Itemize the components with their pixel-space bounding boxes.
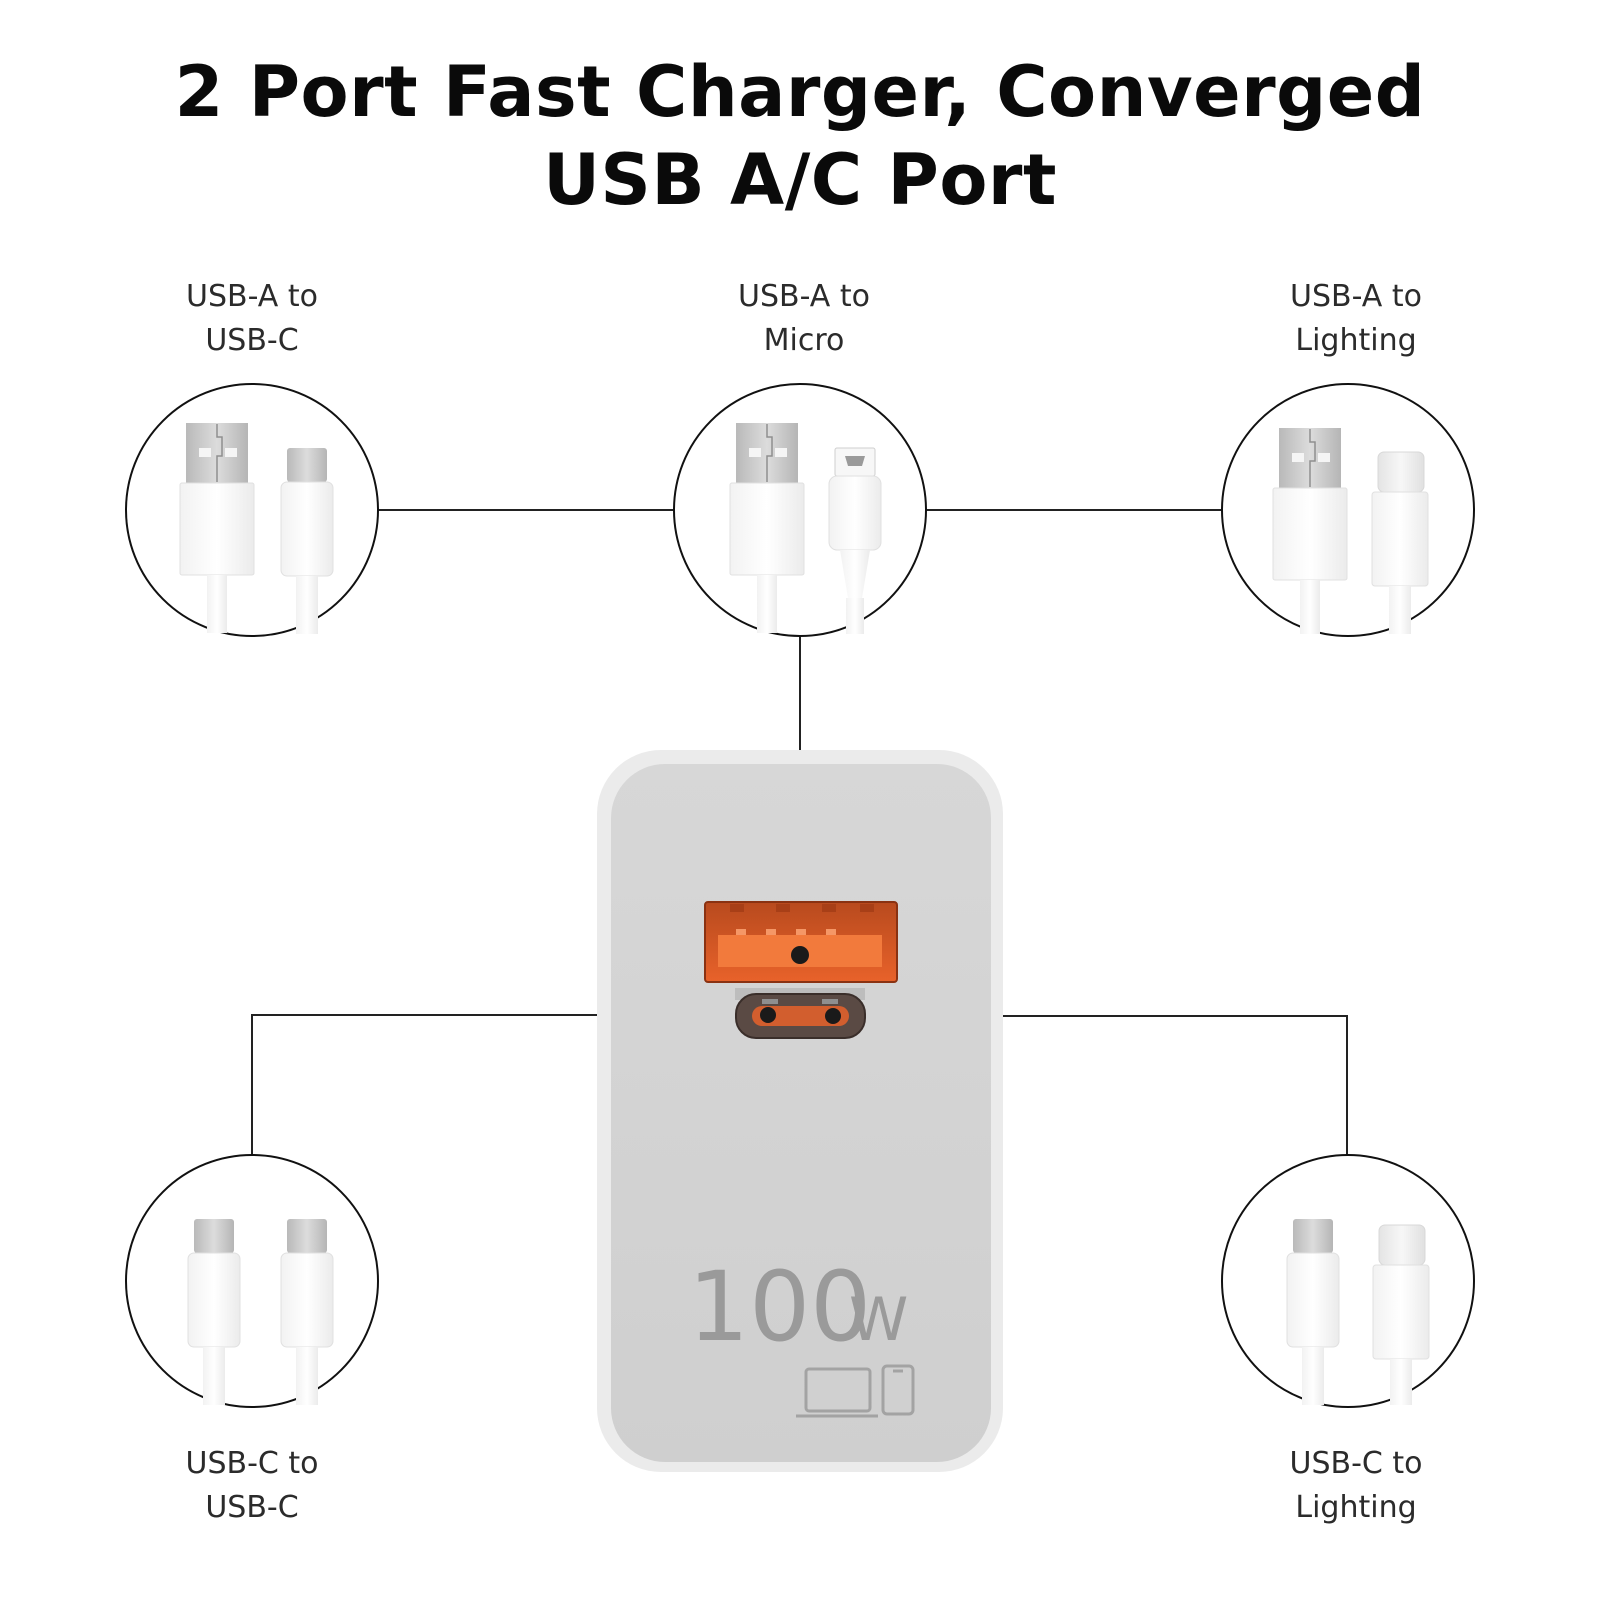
usb-c-plug-icon <box>187 1219 241 1405</box>
line-usbc-port-to-bottom-right <box>833 1015 1348 1158</box>
laptop-icon <box>796 1367 878 1418</box>
micro-usb-plug-icon <box>828 447 882 634</box>
power-unit: W <box>849 1285 908 1355</box>
cable-circle-usba-lighting <box>1221 383 1475 637</box>
lightning-plug-icon <box>1371 451 1429 634</box>
cable-circle-usbc-lighting <box>1221 1154 1475 1408</box>
label-usbc-usbc: USB-C to USB-C <box>185 1446 319 1525</box>
cable-circle-usbc-usbc <box>125 1154 379 1408</box>
label-usba-micro: USB-A to Micro <box>738 279 870 358</box>
cable-circle-usba-usbc <box>125 383 379 637</box>
usb-a-plug-icon <box>179 423 255 633</box>
page-title: 2 Port Fast Charger, Converged USB A/C P… <box>0 48 1600 224</box>
charger-body: 100 W <box>597 750 1003 1472</box>
phone-icon <box>881 1364 915 1416</box>
usb-a-port <box>704 901 898 983</box>
title-line-2: USB A/C Port <box>543 139 1057 221</box>
usb-c-port <box>735 988 866 1039</box>
cable-circle-usba-micro <box>673 383 927 637</box>
power-number: 100 <box>688 1251 871 1363</box>
label-usbc-lighting: USB-C to Lighting <box>1289 1446 1423 1525</box>
usb-a-marker-dot <box>791 946 809 964</box>
label-usba-usbc: USB-A to USB-C <box>186 279 318 358</box>
usb-c-plug-icon <box>280 1219 334 1405</box>
lightning-plug-icon <box>1372 1224 1430 1405</box>
usb-c-marker-dot-left <box>760 1007 776 1023</box>
usb-a-plug-icon <box>1272 428 1348 634</box>
title-line-1: 2 Port Fast Charger, Converged <box>174 51 1426 133</box>
usb-c-plug-icon <box>280 448 334 634</box>
usb-c-marker-dot-right <box>825 1008 841 1024</box>
usb-a-plug-icon <box>729 423 805 633</box>
usb-c-plug-icon <box>1286 1219 1340 1405</box>
label-usba-lighting: USB-A to Lighting <box>1290 279 1422 358</box>
